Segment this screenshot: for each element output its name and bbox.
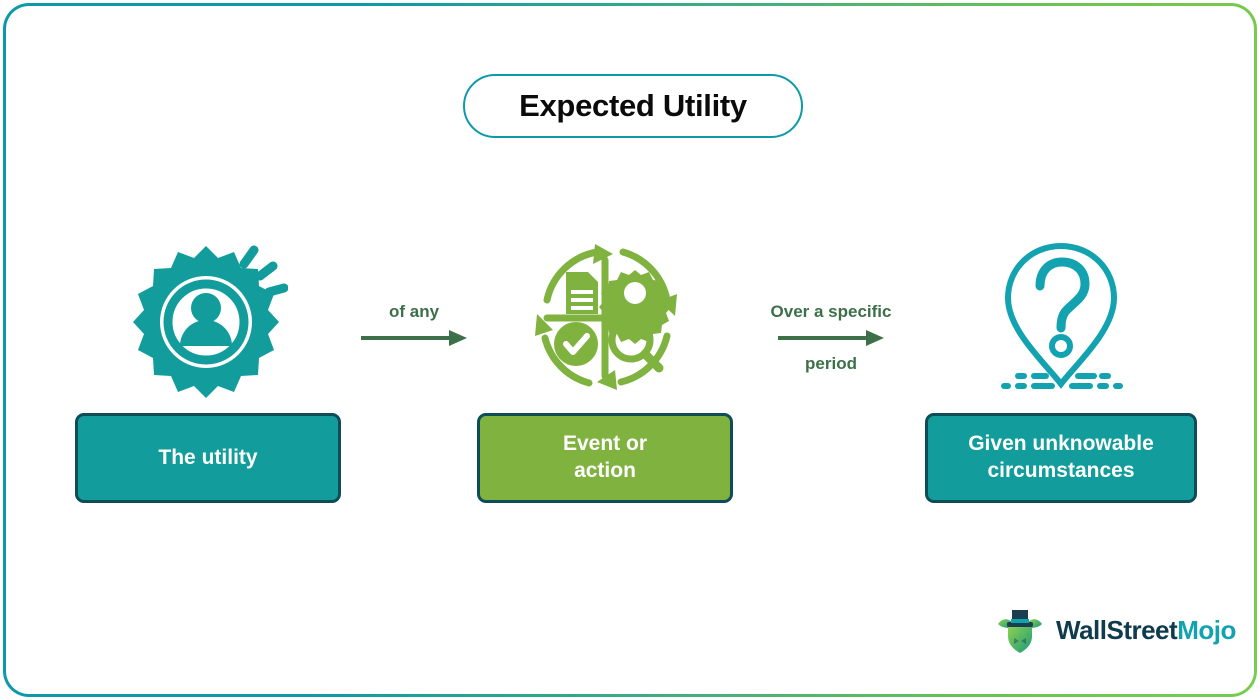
step-label-box-circumstances: Given unknowable circumstances xyxy=(925,413,1197,503)
infographic-frame: Expected Utility xyxy=(3,3,1257,697)
step-label-utility: The utility xyxy=(158,445,258,469)
step-event-or-action: Event or action xyxy=(477,238,733,503)
question-mark-pin-icon xyxy=(994,238,1129,398)
step-utility: The utility xyxy=(75,238,341,503)
connector-1-label-top: of any xyxy=(388,302,440,321)
step-label-event-line1: Event or xyxy=(562,432,648,456)
step-label-box-utility: The utility xyxy=(75,413,341,503)
logo-text: WallStreetMojo xyxy=(1056,615,1236,646)
connector-1: of any xyxy=(344,302,484,348)
wallstreetmojo-bull-icon xyxy=(998,610,1042,653)
wallstreetmojo-logo: WallStreetMojo xyxy=(994,606,1236,654)
page-title: Expected Utility xyxy=(519,88,747,123)
step-label-circumstances: Given unknowable circumstances xyxy=(968,431,1154,485)
step-label-event: Event or action xyxy=(563,431,647,485)
logo-text-secondary: Mojo xyxy=(1177,614,1236,645)
arrow-right-icon xyxy=(361,330,467,346)
step-label-circumstances-line1: Given unknowable xyxy=(968,432,1154,456)
process-cycle-icon xyxy=(525,238,685,398)
page-title-pill: Expected Utility xyxy=(463,74,803,138)
gear-user-icon xyxy=(128,238,288,398)
logo-text-primary: WallStreet xyxy=(1056,614,1178,645)
arrow-right-icon xyxy=(778,330,884,346)
connector-2-label-top: Over a specific xyxy=(770,302,892,321)
connector-2: Over a specific period xyxy=(741,302,921,374)
step-unknowable-circumstances: Given unknowable circumstances xyxy=(925,238,1197,503)
infographic-canvas: Expected Utility xyxy=(6,6,1254,694)
step-label-box-event: Event or action xyxy=(477,413,733,503)
step-label-event-line2: action xyxy=(574,459,636,482)
connector-2-label-bottom: period xyxy=(805,354,857,373)
step-label-circumstances-line2: circumstances xyxy=(987,459,1135,482)
